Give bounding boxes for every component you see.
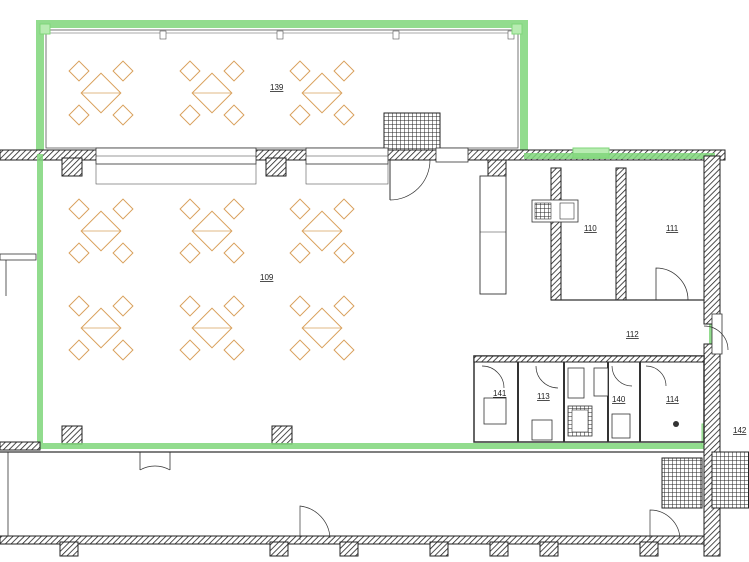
counter [479,175,507,295]
pillars [61,157,507,445]
room-label-140: 140 [612,395,626,404]
rooms-110-111 [531,167,704,301]
room-label-110: 110 [584,224,597,233]
room-label-142: 142 [733,426,747,435]
room-label-113: 113 [537,392,550,401]
west-wall-stub [0,253,41,451]
room-label-112: 112 [626,330,639,339]
terrace-furniture [68,60,355,126]
room-label-139: 139 [270,83,284,92]
south-corridor [0,451,705,557]
door-mat-bottom [661,457,703,509]
east-wall-lower [703,343,721,557]
east-wall [703,155,721,325]
hall-furniture [68,198,355,361]
terrace-door [389,159,431,201]
room-label-111: 111 [666,224,679,233]
room-label-114: 114 [666,395,679,404]
room-label-109: 109 [260,273,274,282]
room-labels: 139 109 110 111 112 141 113 140 114 142 [260,83,747,435]
door-mat-top [383,112,441,156]
east-door [703,325,729,351]
room-label-141: 141 [493,389,507,398]
wet-rooms-block [473,355,705,443]
